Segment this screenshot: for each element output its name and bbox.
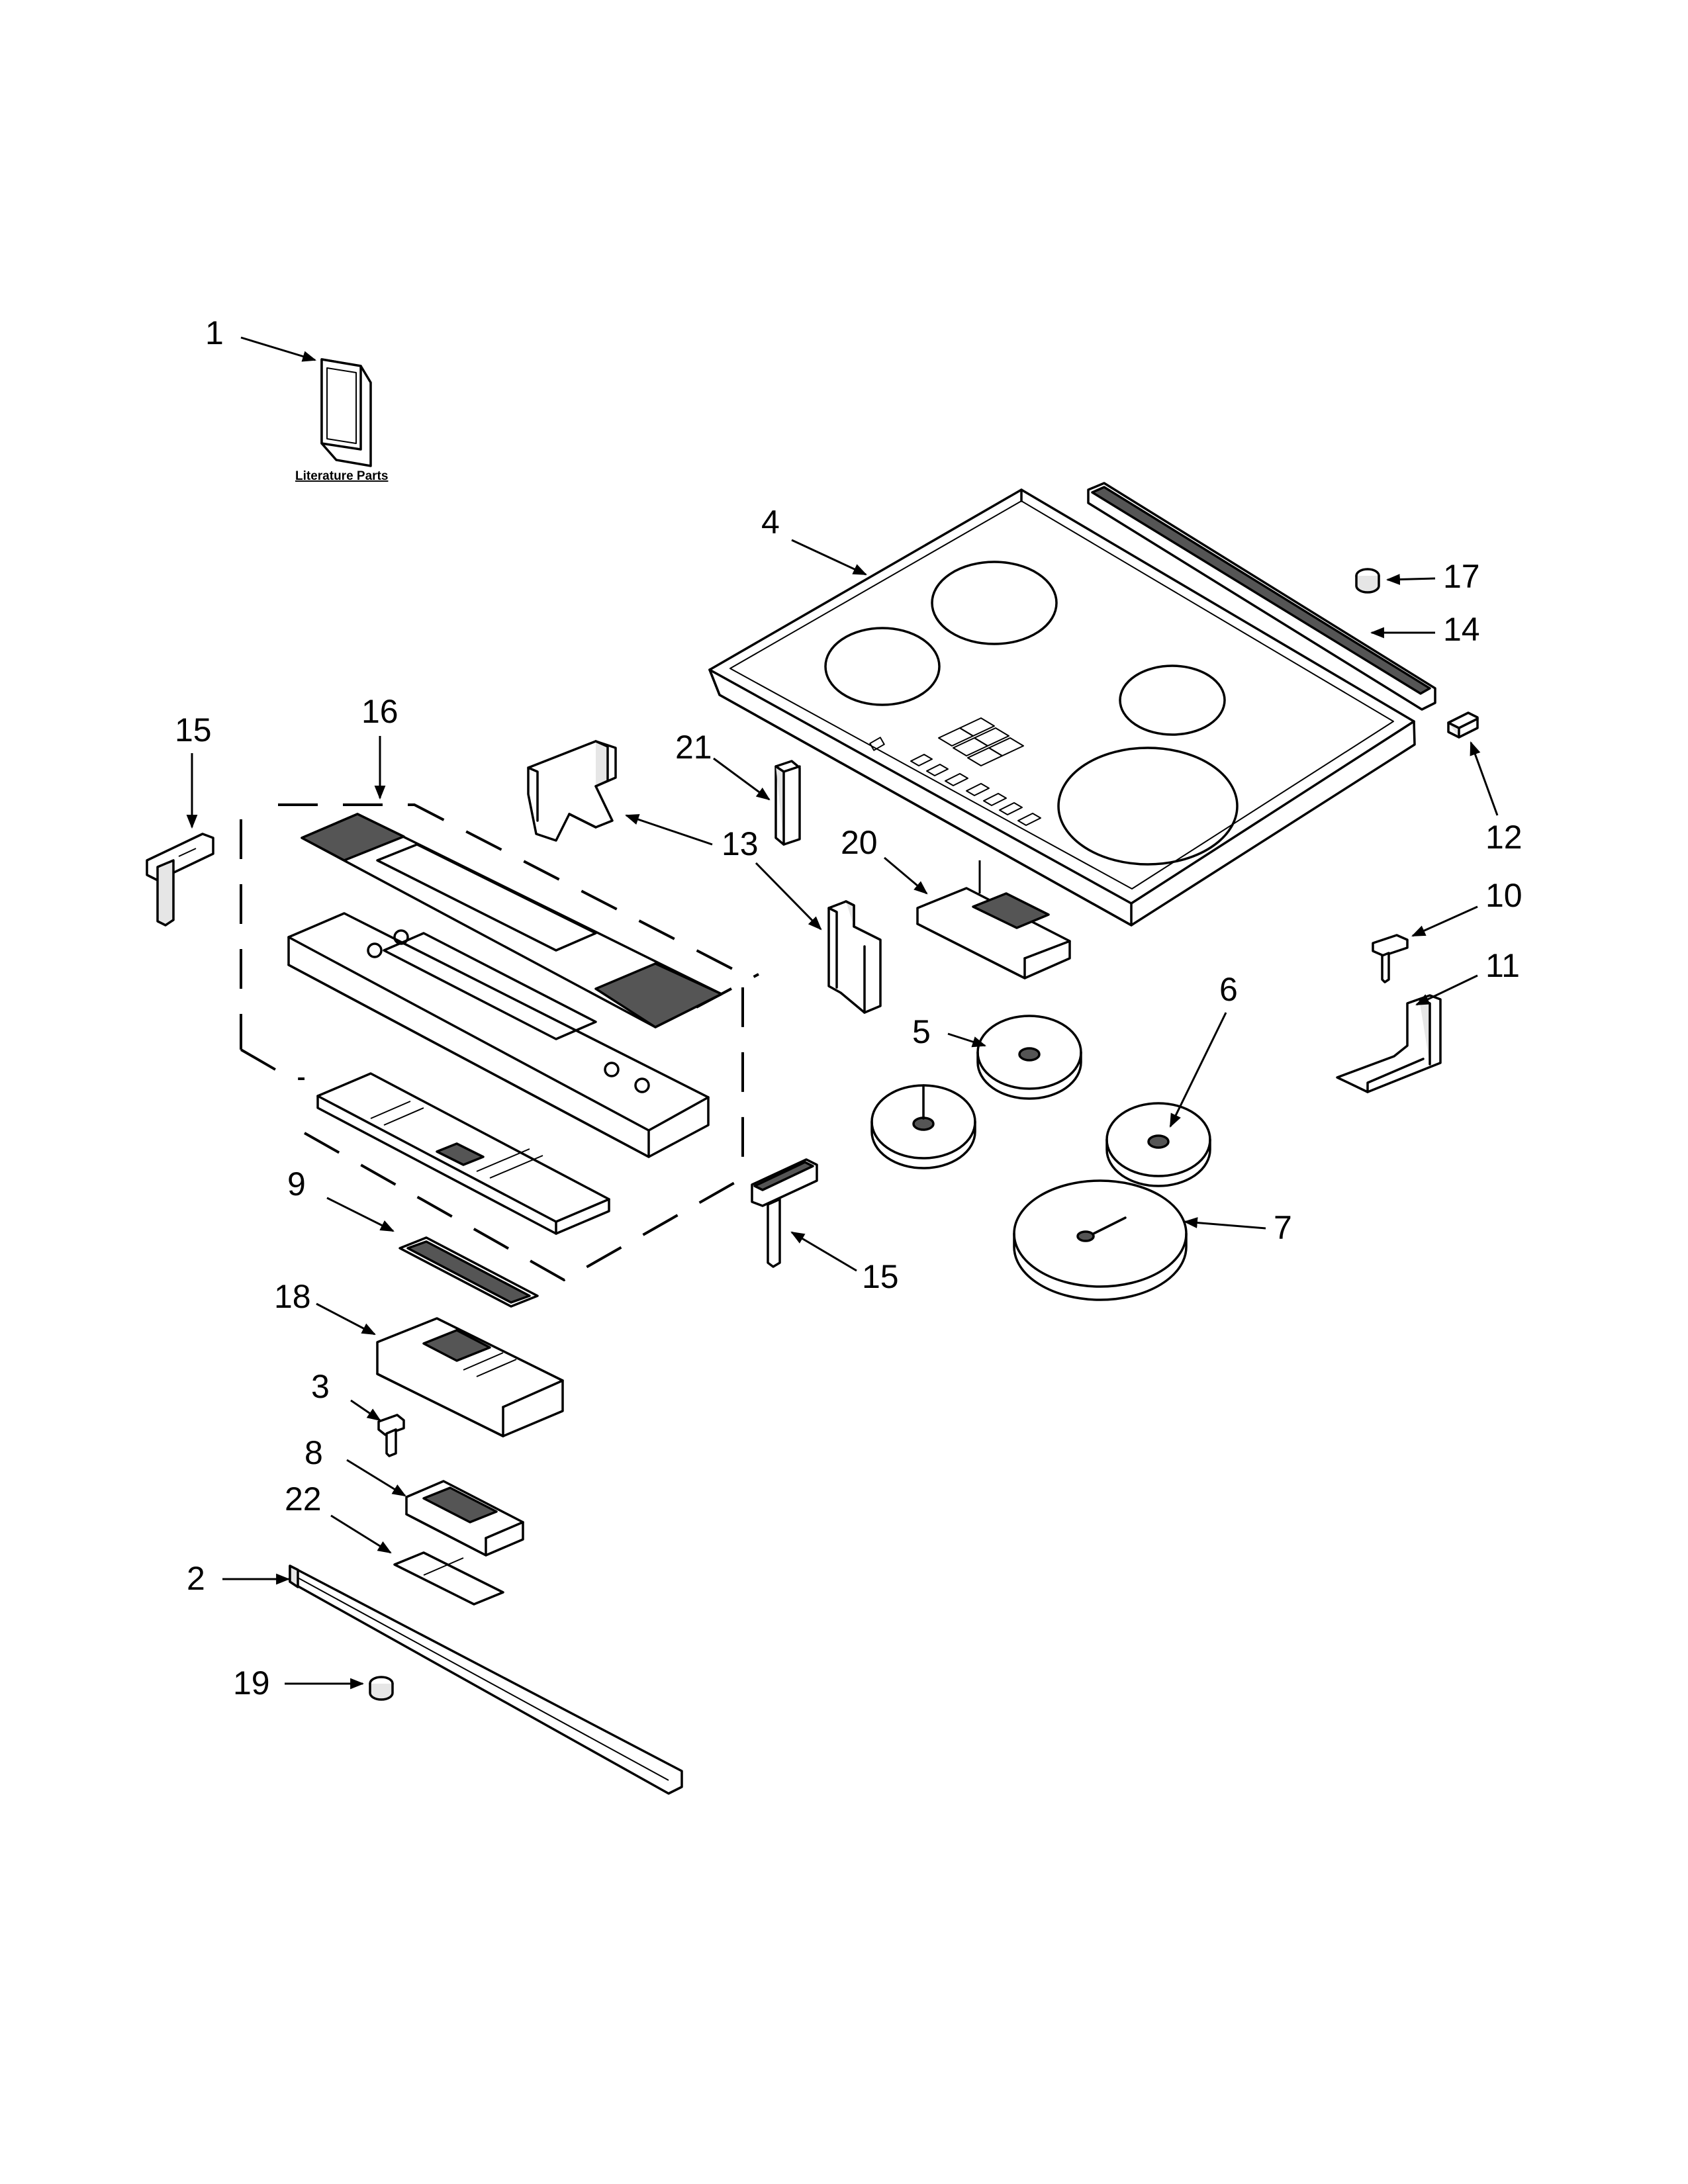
bumper: [1355, 568, 1380, 594]
svg-text:16: 16: [361, 693, 399, 730]
callout-21: 21: [675, 729, 771, 801]
svg-text:7: 7: [1274, 1209, 1292, 1246]
electronic-control: [376, 1317, 564, 1437]
control-board-8: [405, 1480, 524, 1557]
callout-10: 10: [1411, 877, 1523, 937]
callout-14: 14: [1370, 611, 1480, 648]
svg-text:22: 22: [285, 1480, 322, 1518]
svg-text:15: 15: [862, 1258, 899, 1295]
bracket-right: [1336, 994, 1442, 1093]
svg-text:18: 18: [274, 1278, 311, 1315]
callout-15b: 15: [790, 1231, 899, 1295]
svg-text:2: 2: [187, 1560, 205, 1597]
clip: [1447, 711, 1479, 739]
svg-text:21: 21: [675, 729, 712, 766]
callout-2: 2: [187, 1560, 291, 1597]
heating-element-7: [1013, 1179, 1188, 1301]
svg-text:1: 1: [205, 314, 224, 351]
callout-18: 18: [274, 1278, 376, 1336]
svg-text:13: 13: [722, 825, 759, 862]
svg-text:11: 11: [1485, 947, 1520, 984]
svg-text:20: 20: [841, 824, 878, 861]
control-panel-group: [240, 803, 759, 1282]
callout-9: 9: [287, 1165, 395, 1232]
callout-22: 22: [285, 1480, 392, 1554]
bracket-lower: [827, 900, 882, 1014]
svg-text:17: 17: [1443, 558, 1480, 595]
svg-text:4: 4: [761, 504, 780, 541]
cooktop-glass: [708, 488, 1416, 927]
callout-20: 20: [841, 824, 928, 895]
literature-parts: Literature Parts: [295, 358, 388, 483]
callout-13: 13: [625, 814, 822, 931]
screw: [1372, 934, 1409, 983]
callout-5: 5: [912, 1013, 986, 1050]
callout-17: 17: [1385, 558, 1480, 595]
svg-text:14: 14: [1443, 611, 1480, 648]
callout-15a: 15: [175, 711, 212, 829]
screw-3: [377, 1414, 405, 1457]
svg-text:15: 15: [175, 711, 212, 749]
literature-label: Literature Parts: [295, 469, 388, 483]
svg-text:6: 6: [1219, 971, 1238, 1008]
display-window: [399, 1236, 539, 1308]
heating-element-5b: [976, 1015, 1082, 1100]
bracket-small: [774, 760, 801, 846]
svg-text:12: 12: [1485, 819, 1523, 856]
callout-4: 4: [761, 504, 867, 576]
svg-text:5: 5: [912, 1013, 931, 1050]
heating-element-5a: [870, 1084, 976, 1169]
callout-7: 7: [1183, 1209, 1292, 1246]
callout-3: 3: [311, 1368, 381, 1422]
control-board-small: [916, 860, 1071, 979]
svg-text:8: 8: [305, 1434, 323, 1471]
bracket-upper: [527, 740, 617, 842]
heating-element-6: [1105, 1102, 1211, 1187]
callout-16: 16: [361, 693, 399, 800]
shield: [393, 1551, 504, 1606]
svg-text:10: 10: [1485, 877, 1523, 914]
vent-trim: [1087, 482, 1436, 711]
svg-text:19: 19: [233, 1664, 270, 1702]
callout-12: 12: [1470, 741, 1523, 856]
callout-19: 19: [233, 1664, 365, 1702]
end-bracket-left: [146, 833, 214, 927]
callout-8: 8: [305, 1434, 406, 1497]
end-bracket-right: [751, 1158, 818, 1268]
callout-6: 6: [1169, 971, 1238, 1128]
callout-11: 11: [1415, 947, 1520, 1006]
svg-text:9: 9: [287, 1165, 306, 1203]
svg-text:3: 3: [311, 1368, 330, 1405]
knob: [369, 1676, 394, 1701]
callout-1: 1: [205, 314, 317, 362]
